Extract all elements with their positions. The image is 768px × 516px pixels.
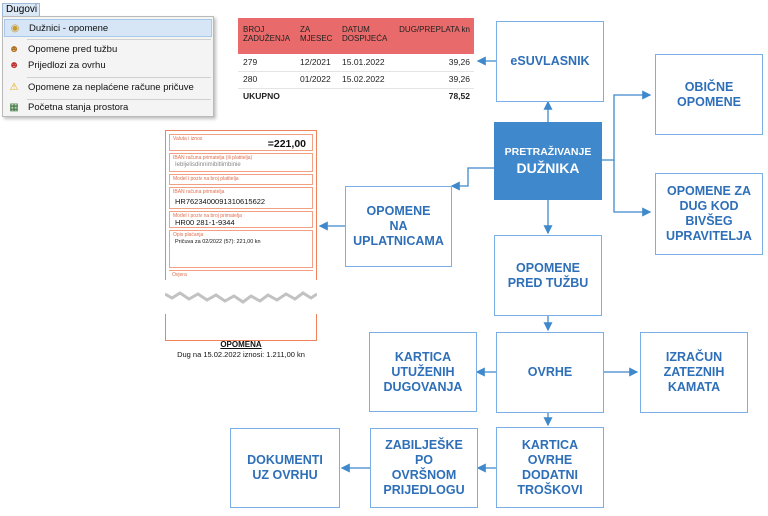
box-ovrhe: OVRHE	[496, 332, 604, 413]
slip-model-field: Model i poziv na broj primatelja HR00 28…	[169, 211, 313, 228]
slip-subtitle: Dug na 15.02.2022 iznosi: 1.211,00 kn	[177, 350, 305, 359]
debt-table: BROJ ZADUŽENJA ZA MJESEC DATUM DOSPIJEĆA…	[238, 18, 474, 104]
box-izracun-zateznih-kamata: IZRAČUN ZATEZNIH KAMATA	[640, 332, 748, 413]
torn-edge	[165, 280, 317, 304]
box-esuvlasnik: eSUVLASNIK	[496, 21, 604, 102]
menu-item-opomene-pred-tuzbu[interactable]: ☻ Opomene pred tužbu	[8, 44, 118, 55]
table-total-row: UKUPNO 78,52	[243, 91, 470, 101]
box-zabiljeske-po-ovrsnom-prijedlogu: ZABILJEŠKE PO OVRŠNOM PRIJEDLOGU	[370, 428, 478, 508]
box-opomene-pred-tuzbu: OPOMENE PRED TUŽBU	[494, 235, 602, 316]
coins-icon: ◉	[10, 23, 20, 34]
table-header: BROJ ZADUŽENJA ZA MJESEC DATUM DOSPIJEĆA…	[238, 18, 474, 54]
col-header-broj: BROJ ZADUŽENJA	[243, 25, 291, 43]
payment-slip: Valuta i iznos =221,00 IBAN računa prima…	[165, 130, 317, 292]
box-kartica-ovrhe-dodatni-troskovi: KARTICA OVRHE DODATNI TROŠKOVI	[496, 427, 604, 508]
box-opomene-na-uplatnicama: OPOMENE NA UPLATNICAMA	[345, 186, 452, 267]
slip-description-field: Opis plaćanja Pričuva za 02/2022 (57): 2…	[169, 230, 313, 268]
menu-item-duznici-opomene[interactable]: ◉ Dužnici - opomene	[4, 19, 212, 37]
box-kartica-utuzenih-dugovanja: KARTICA UTUŽENIH DUGOVANJA	[369, 332, 477, 412]
menu-item-prijedlozi-za-ovrhu[interactable]: ☻ Prijedlozi za ovrhu	[8, 60, 106, 71]
menu-item-opomene-neplacene-pricuve[interactable]: ⚠ Opomene za neplaćene račune pričuve	[9, 82, 194, 93]
building-icon: ▦	[9, 102, 19, 113]
arrow-main-to-bivseg	[613, 160, 652, 217]
slip-iban-field: IBAN računa primatelja HR762340009131061…	[169, 187, 313, 209]
main-box-line2: DUŽNIKA	[516, 159, 580, 176]
box-pretrazivanje-duznika: PRETRAŽIVANJE DUŽNIKA	[494, 122, 602, 200]
slip-amount-field: Valuta i iznos =221,00	[169, 134, 313, 151]
arrow-main-to-obicne	[602, 90, 652, 161]
user-warning-icon: ☻	[8, 44, 20, 55]
box-obicne-opomene: OBIČNE OPOMENE	[655, 54, 763, 135]
col-header-datum: DATUM DOSPIJEĆA	[342, 25, 388, 43]
arrow-main-to-uplatnice	[450, 167, 494, 191]
main-box-line1: PRETRAŽIVANJE	[504, 145, 592, 158]
slip-field: IBAN računa primatelja (ili platitelja) …	[169, 153, 313, 172]
warning-triangle-icon: ⚠	[9, 82, 19, 93]
table-row: 280 01/2022 15.02.2022 39,26	[238, 71, 474, 89]
col-header-dug: DUG/PREPLATA kn	[399, 25, 470, 34]
dropdown-menu: ◉ Dužnici - opomene ☻ Opomene pred tužbu…	[2, 16, 214, 117]
table-row: 279 12/2021 15.01.2022 39,26	[238, 54, 474, 72]
slip-title: OPOMENA	[220, 340, 262, 349]
user-alert-icon: ☻	[8, 60, 20, 71]
slip-field: Model i poziv na broj platitelja	[169, 174, 313, 185]
col-header-mjesec: ZA MJESEC	[300, 25, 333, 43]
box-dokumenti-uz-ovrhu: DOKUMENTI UZ OVRHU	[230, 428, 340, 508]
menu-item-pocetna-stanja-prostora[interactable]: ▦ Početna stanja prostora	[9, 102, 129, 113]
slip-sign-field: Ovjera	[169, 270, 313, 290]
payment-slip-foot	[165, 314, 317, 341]
box-opomene-bivseg-upravitelja: OPOMENE ZA DUG KOD BIVŠEG UPRAVITELJA	[655, 173, 763, 255]
